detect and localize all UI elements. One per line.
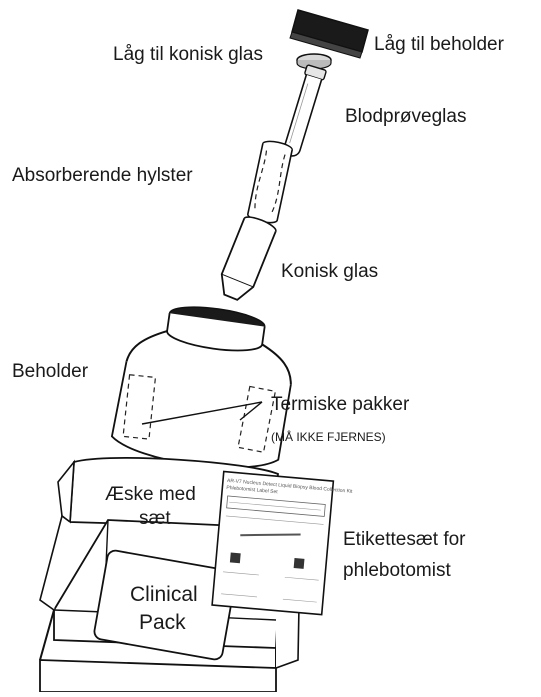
label-absorbent-sleeve: Absorberende hylster [12, 165, 193, 186]
qr-code-icon [294, 558, 305, 569]
label-lid-container: Låg til beholder [374, 34, 505, 55]
conical-tube [215, 214, 278, 304]
label-conical-tube: Konisk glas [281, 261, 378, 282]
label-label-kit-2: phlebotomist [343, 560, 451, 581]
container-lid [290, 10, 368, 58]
label-kit-box-1: Æske med [105, 484, 196, 505]
absorbent-sleeve [247, 139, 293, 224]
label-label-kit-1: Etikettesæt for [343, 529, 466, 550]
label-thermal-packs: Termiske pakker [271, 394, 410, 415]
label-blood-tube: Blodprøveglas [345, 106, 466, 127]
label-thermal-packs-note: (MÅ IKKE FJERNES) [271, 429, 386, 444]
label-kit-box-2: sæt [139, 508, 171, 529]
qr-code-icon [230, 552, 241, 563]
container [110, 297, 300, 477]
label-lid-conical: Låg til konisk glas [113, 44, 263, 65]
label-sheet: AR-V7 Nucleus Detect Liquid Biopsy Blood… [212, 472, 354, 617]
label-container: Beholder [12, 361, 89, 382]
label-clinical-pack-2: Pack [139, 611, 186, 634]
label-clinical-pack-1: Clinical [130, 583, 198, 606]
